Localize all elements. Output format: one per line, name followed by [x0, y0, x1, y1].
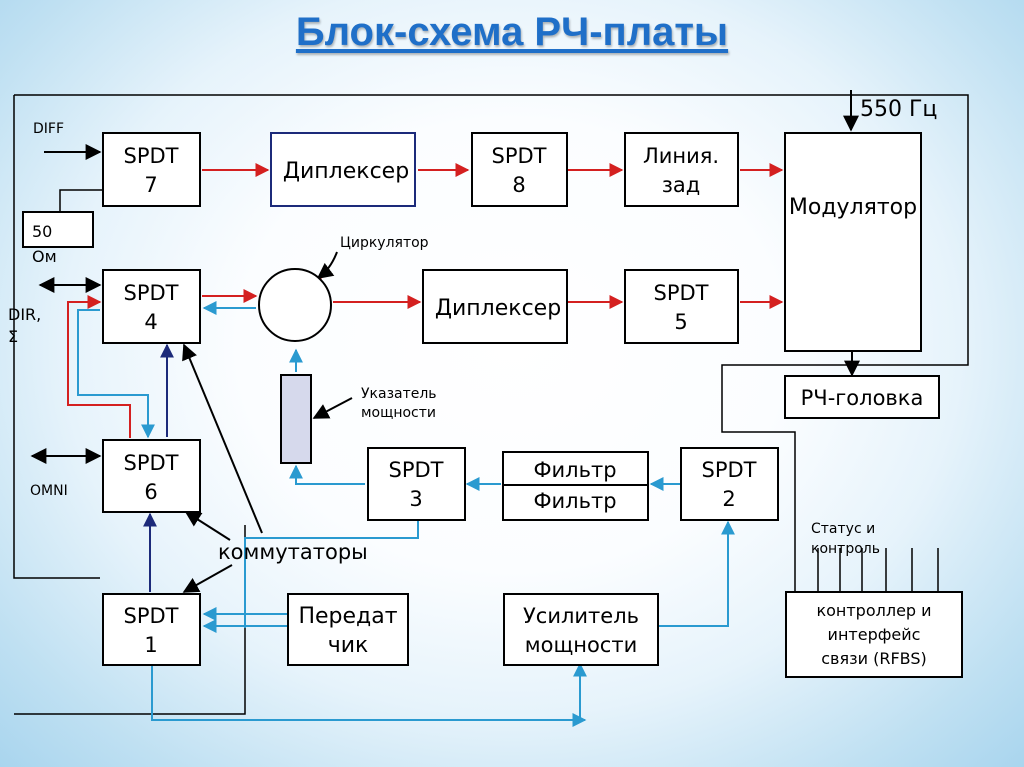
spdt-3-label: SPDT — [389, 458, 444, 482]
delay-line-block: Линия. зад — [624, 132, 739, 207]
modulator-block: Модулятор — [784, 132, 922, 352]
power-amp-label-2: мощности — [525, 633, 637, 657]
load-50-ohm-block: 50 Ом — [22, 211, 94, 266]
modulator-label: Модулятор — [789, 195, 917, 220]
spdt-2-label: SPDT — [702, 458, 757, 482]
filter-block: Фильтр Фильтр — [502, 451, 649, 521]
page-title: Блок-схема РЧ-платы — [295, 10, 729, 54]
transmitter-label-1: Передат — [298, 604, 397, 629]
controller-label-1: контроллер и — [816, 601, 931, 620]
spdt-8-label: SPDT — [492, 144, 547, 168]
filter-top-label: Фильтр — [533, 458, 616, 482]
rf-head-label: РЧ-головка — [801, 386, 924, 410]
filter-bottom-label: Фильтр — [533, 489, 616, 513]
diplexer-top-block: Диплексер — [270, 132, 416, 207]
spdt-4-number: 4 — [144, 310, 157, 334]
spdt-2-number: 2 — [722, 487, 735, 511]
spdt-3-number: 3 — [409, 487, 422, 511]
delay-line-label-1: Линия. — [643, 144, 719, 168]
controller-label-3: связи (RFBS) — [821, 649, 927, 668]
spdt-2-block: SPDT 2 — [680, 447, 779, 521]
spdt-1-number: 1 — [144, 633, 157, 657]
circulator-label: Циркулятор — [340, 235, 429, 251]
spdt-1-label: SPDT — [124, 604, 179, 628]
diplexer-mid-block: Диплексер — [422, 269, 568, 344]
diff-label: DIFF — [33, 121, 64, 137]
sigma-label: Σ — [8, 327, 18, 346]
spdt-7-number: 7 — [144, 173, 157, 197]
spdt-6-block: SPDT 6 — [102, 439, 201, 513]
power-indicator-label-2: мощности — [361, 405, 436, 421]
spdt-6-number: 6 — [144, 480, 157, 504]
dir-label: DIR, — [8, 305, 41, 324]
spdt-5-label: SPDT — [654, 281, 709, 305]
controller-label-2: интерфейс — [828, 625, 921, 644]
spdt-4-block: SPDT 4 — [102, 269, 201, 344]
spdt-6-label: SPDT — [124, 451, 179, 475]
status-label-2: контроль — [811, 541, 880, 557]
load-50-value: 50 — [32, 222, 52, 241]
transmitter-label-2: чик — [328, 633, 369, 658]
spdt-5-number: 5 — [674, 310, 687, 334]
omni-label: OMNI — [30, 483, 68, 499]
spdt-4-label: SPDT — [124, 281, 179, 305]
frequency-label: 550 Гц — [860, 97, 937, 122]
black-arrows — [30, 90, 860, 593]
spdt-8-number: 8 — [512, 173, 525, 197]
status-label-1: Статус и — [811, 521, 875, 537]
controller-block: контроллер и интерфейс связи (RFBS) — [785, 591, 963, 678]
spdt-7-label: SPDT — [124, 144, 179, 168]
navy-signal-paths — [143, 343, 174, 592]
switches-label: коммутаторы — [218, 540, 368, 564]
power-indicator-label-1: Указатель — [361, 386, 437, 402]
diplexer-mid-label: Диплексер — [435, 296, 561, 321]
delay-line-label-2: зад — [662, 173, 701, 197]
blue-signal-paths — [77, 297, 735, 727]
power-indicator-bar — [280, 374, 312, 464]
circulator — [258, 268, 332, 342]
spdt-7-block: SPDT 7 — [102, 132, 201, 207]
rf-head-block: РЧ-головка — [784, 375, 940, 419]
spdt-8-block: SPDT 8 — [471, 132, 568, 207]
power-amp-label-1: Усилитель — [523, 604, 639, 628]
transmitter-block: Передат чик — [287, 593, 409, 666]
power-amplifier-block: Усилитель мощности — [503, 593, 659, 666]
diplexer-top-label: Диплексер — [283, 159, 409, 184]
spdt-1-block: SPDT 1 — [102, 593, 201, 666]
spdt-3-block: SPDT 3 — [367, 447, 466, 521]
load-50-unit: Ом — [32, 247, 57, 266]
spdt-5-block: SPDT 5 — [624, 269, 739, 344]
